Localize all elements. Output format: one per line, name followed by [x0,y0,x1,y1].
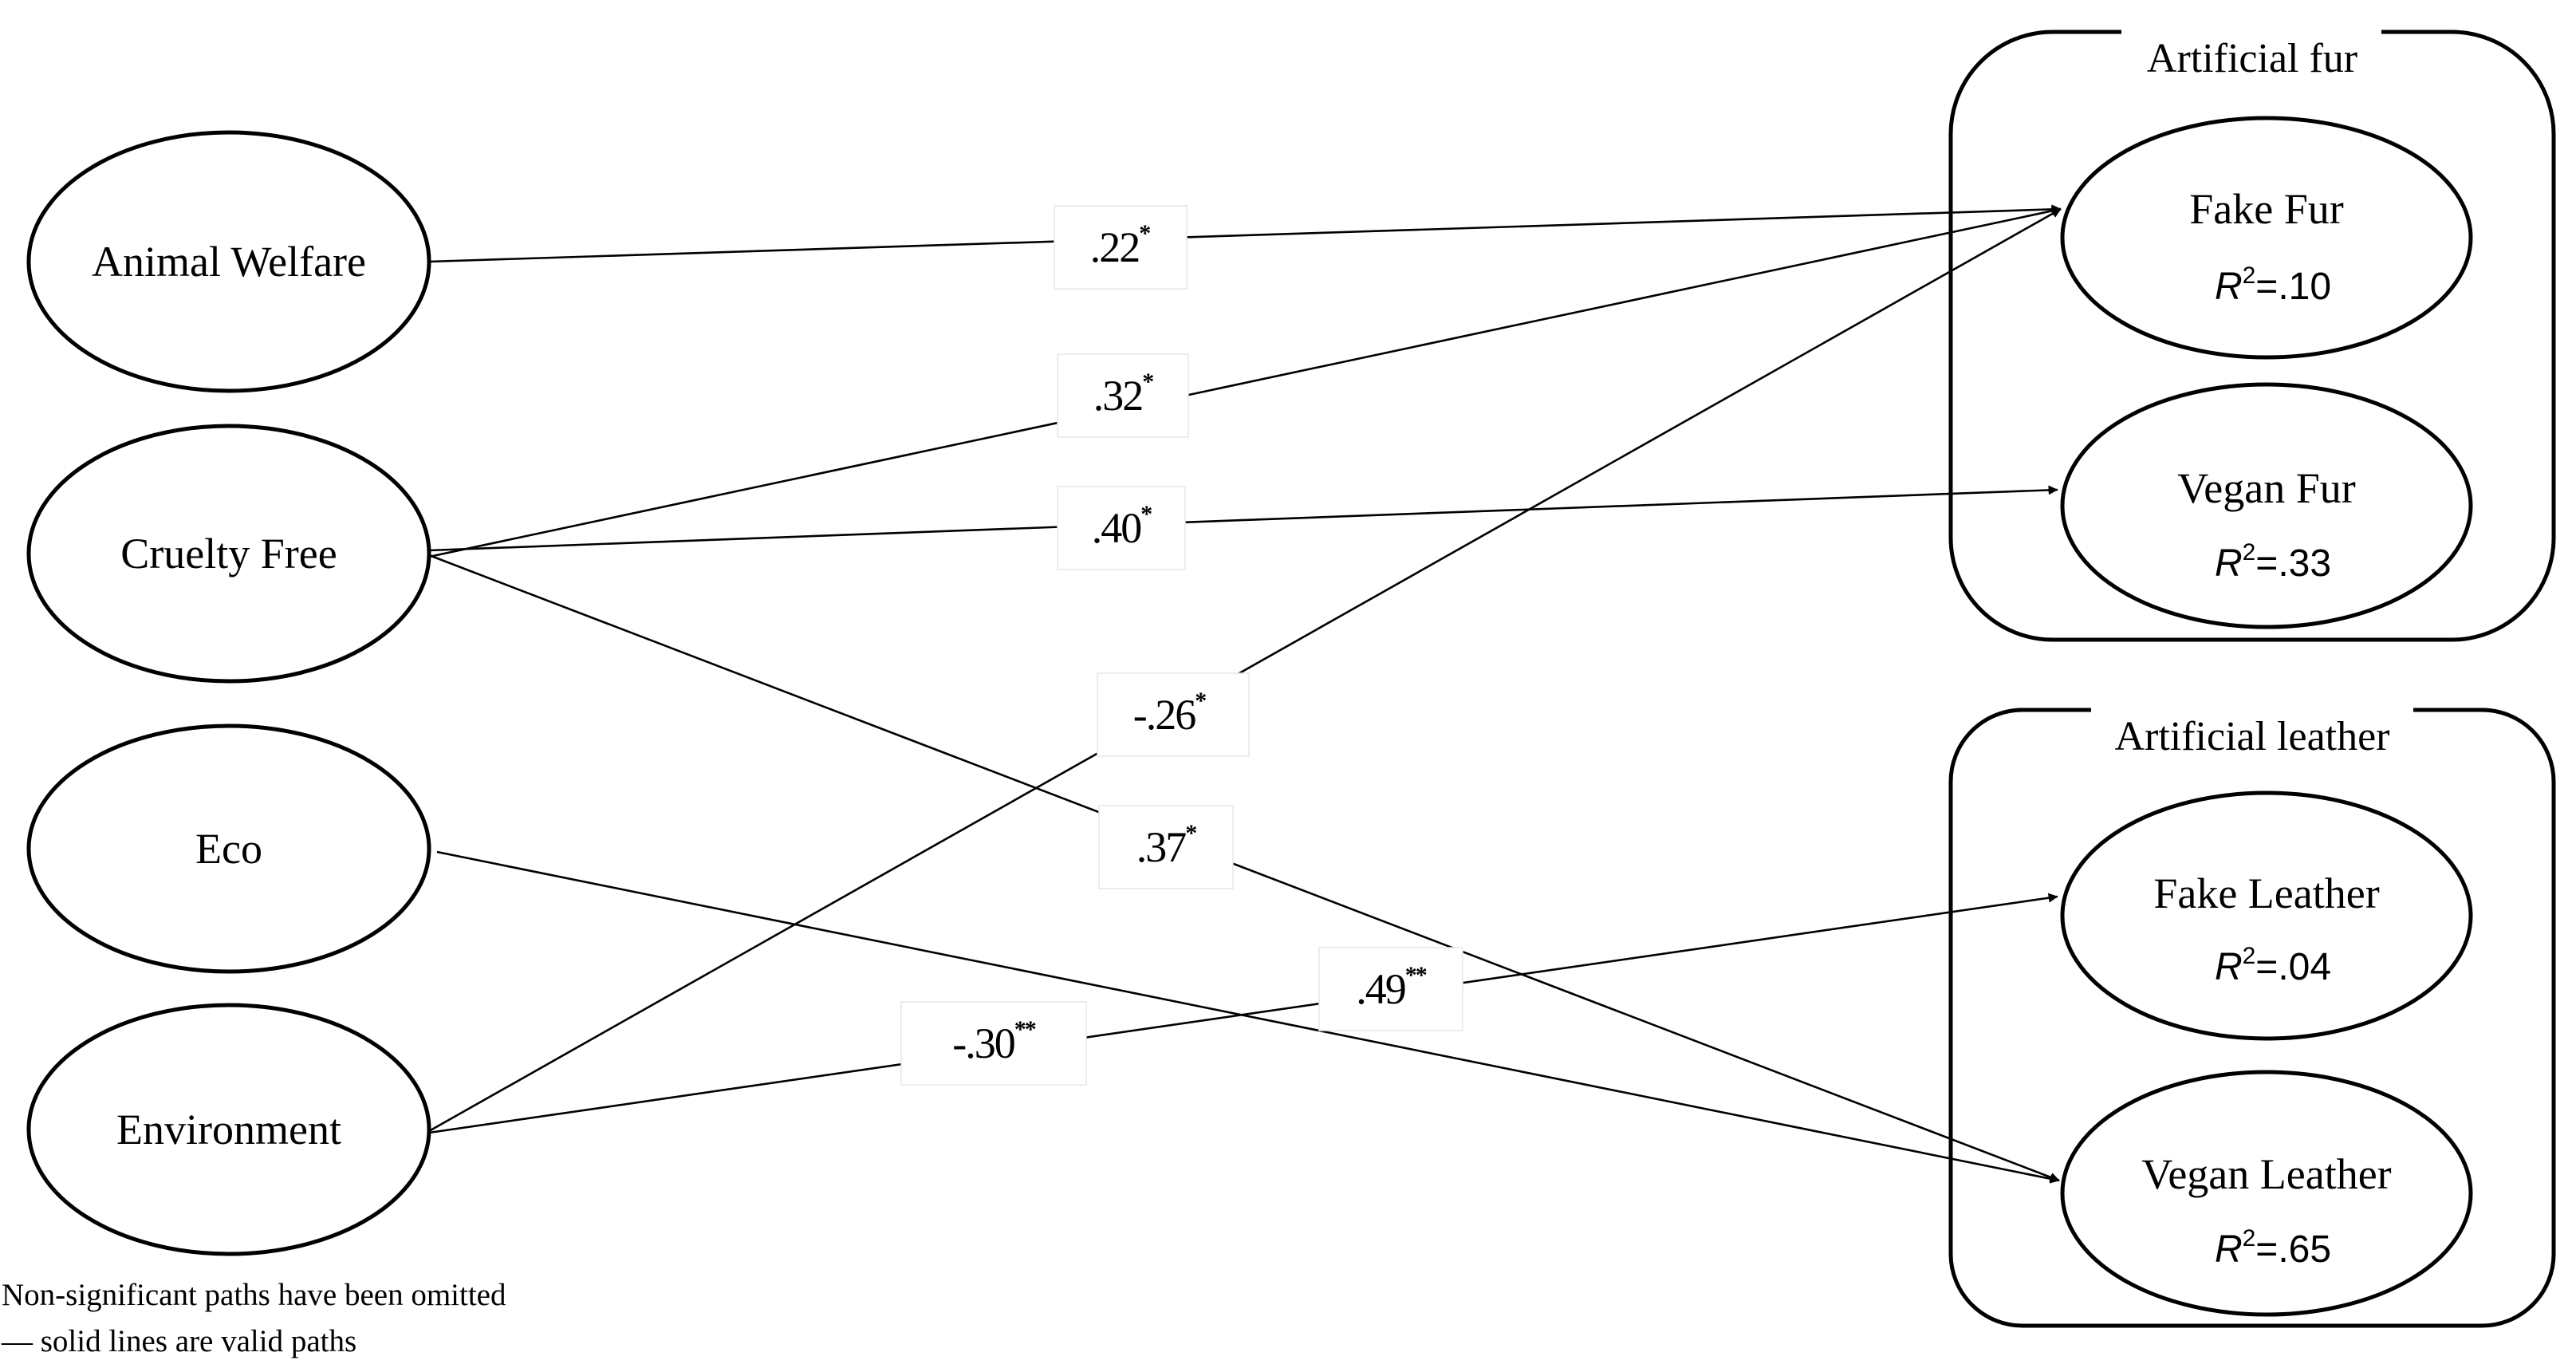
coef-sig: * [1195,688,1206,714]
predictor-nodes: Animal Welfare Cruelty Free Eco Environm… [26,130,431,1256]
coef-value: .40 [1092,504,1141,552]
node-eco: Eco [26,723,431,974]
node-label: Eco [195,825,262,873]
svg-text:-.30**: -.30** [952,1016,1035,1067]
coef-sig: * [1142,369,1153,395]
node-fake-leather: Fake Leather R2=.04 [2060,790,2473,1041]
coef-label-animal-welfare-fake-fur: .22* [1054,205,1188,290]
coef-sig: * [1139,220,1150,246]
path-cruelty-free-to-vegan-fur [428,485,2058,552]
footnote-line-1: Non-significant paths have been omitted [2,1278,506,1312]
coef-label-cruelty-free-vegan-fur: .40* [1057,486,1186,570]
r-squared-label: R2=.33 [2215,539,2331,585]
path-animal-welfare-to-fake-fur [428,204,2062,263]
coef-value: .37 [1136,823,1187,871]
r-squared-label: R2=.04 [2215,943,2331,988]
svg-text:-.26*: -.26* [1133,688,1206,739]
outcome-nodes: Fake Fur R2=.10 Vegan Fur R2=.33 Fake Le… [2060,116,2473,1317]
node-animal-welfare: Animal Welfare [26,130,431,393]
group-title-artificial-fur: Artificial fur [2147,36,2357,81]
coef-value: .49 [1356,965,1405,1013]
coef-value: .22 [1090,223,1140,271]
coef-value: -.26 [1133,691,1195,739]
svg-text:.40*: .40* [1092,501,1152,552]
path-cruelty-free-to-fake-fur [428,206,2062,558]
svg-text:.37*: .37* [1136,820,1197,871]
node-label: Vegan Fur [2177,464,2355,512]
path-environment-to-fake-fur [428,207,2062,1133]
coef-label-environment-fake-fur: -.26* [1097,672,1250,757]
coef-sig: * [1140,501,1152,527]
coef-label-environment-fake-leather: -.30** [900,1001,1087,1086]
node-label: Environment [116,1106,341,1153]
path-environment-to-fake-leather [428,893,2058,1134]
path-eco-to-vegan-leather [436,850,2060,1184]
footnote: Non-significant paths have been omitted … [1,1278,506,1358]
coef-label-cruelty-free-vegan-leather: .37* [1098,805,1234,889]
node-label: Cruelty Free [120,530,337,578]
node-environment: Environment [26,1003,431,1256]
svg-text:.22*: .22* [1090,220,1151,271]
coef-sig: ** [1014,1016,1036,1043]
paths [428,204,2062,1184]
coef-label-cruelty-free-fake-fur: .32* [1057,353,1189,438]
coef-label-eco-vegan-leather: .49** [1318,947,1463,1031]
coef-sig: * [1185,820,1196,846]
svg-text:.49**: .49** [1356,962,1427,1013]
coef-sig: ** [1405,962,1427,988]
footnote-line-2: — solid lines are valid paths [1,1324,356,1358]
node-vegan-leather: Vegan Leather R2=.65 [2060,1070,2473,1317]
path-cruelty-free-to-vegan-leather [428,554,2060,1182]
coef-value: .32 [1093,372,1143,420]
node-label: Fake Leather [2153,869,2379,917]
node-label: Fake Fur [2189,185,2344,233]
node-vegan-fur: Vegan Fur R2=.33 [2060,382,2473,629]
node-label: Vegan Leather [2141,1150,2391,1198]
group-title-artificial-leather: Artificial leather [2114,714,2389,759]
svg-text:.32*: .32* [1093,369,1154,420]
r-squared-label: R2=.10 [2215,262,2331,308]
node-cruelty-free: Cruelty Free [26,424,431,684]
node-fake-fur: Fake Fur R2=.10 [2060,116,2473,360]
coefficient-labels: .22* .32* .40* -.26* .37* [900,205,1463,1086]
node-label: Animal Welfare [92,238,366,286]
coef-value: -.30 [952,1019,1014,1067]
r-squared-label: R2=.65 [2215,1225,2331,1271]
